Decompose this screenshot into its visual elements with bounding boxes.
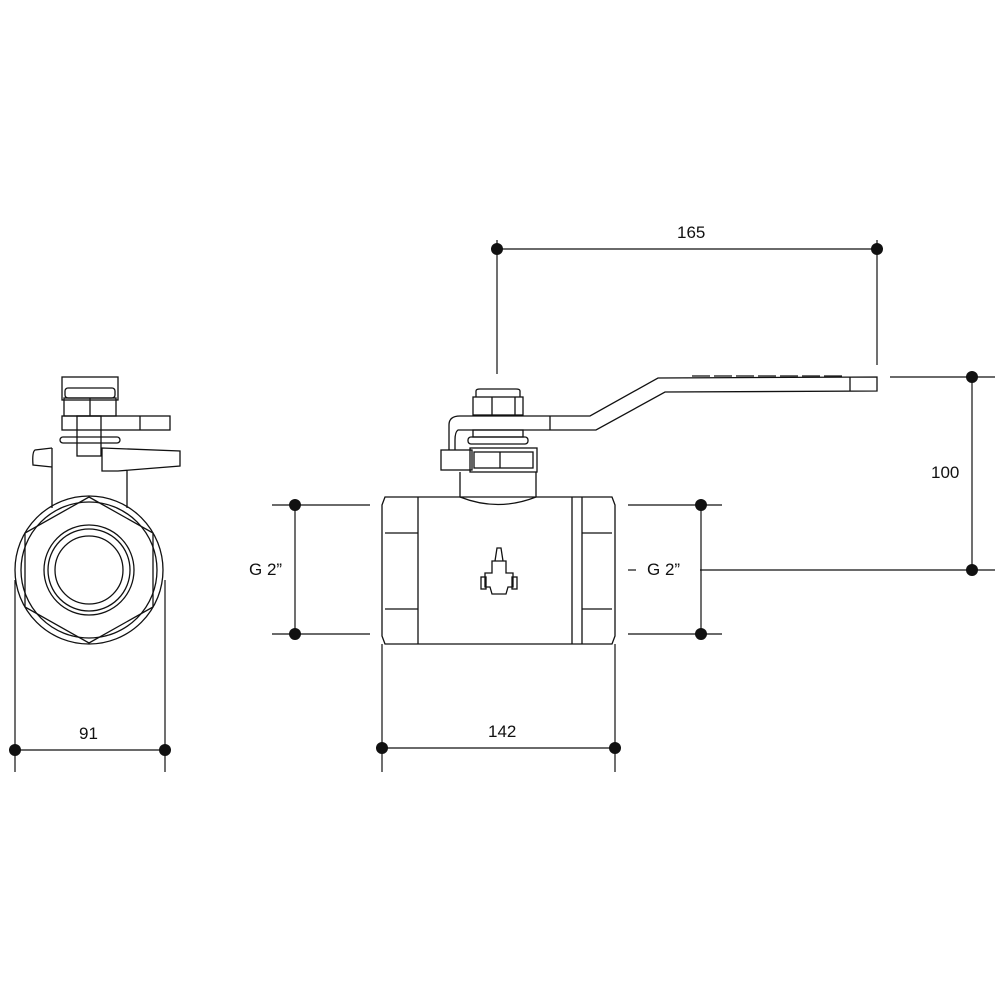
dimension-lines xyxy=(9,240,995,772)
handle-height-label: 100 xyxy=(931,463,960,482)
side-width-label: 91 xyxy=(79,724,98,743)
front-view xyxy=(381,375,878,645)
thread-right-label: G 2” xyxy=(647,560,681,579)
thread-left-label: G 2” xyxy=(249,560,283,579)
logo-icon xyxy=(480,547,518,595)
side-view xyxy=(14,376,181,645)
body-length-label: 142 xyxy=(488,722,517,741)
handle-length-label: 165 xyxy=(677,223,706,242)
